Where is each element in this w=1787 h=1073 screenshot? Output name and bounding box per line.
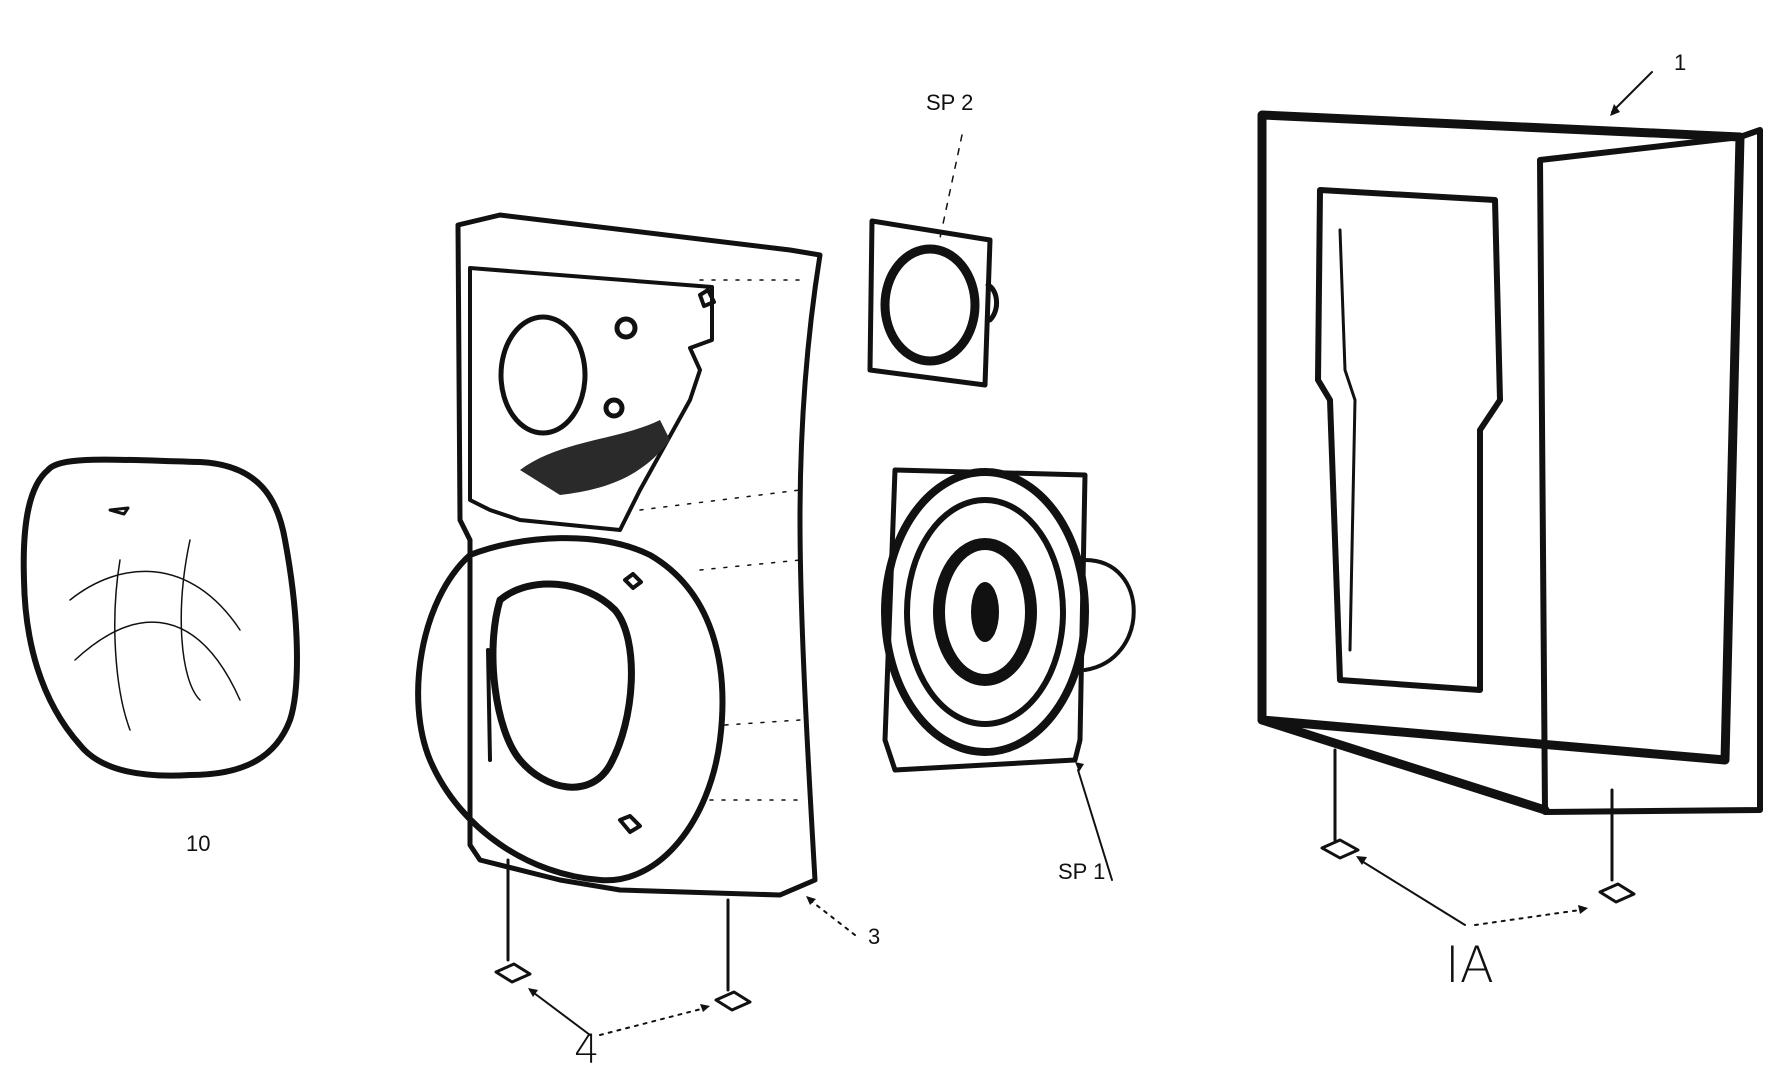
tweeter [867,134,999,388]
label-cabinet: 1 [1674,50,1687,75]
front-baffle-leader [809,899,856,936]
baffle-feet [494,858,752,1036]
label-front-baffle: 3 [868,924,881,949]
label-grille: 10 [186,831,211,856]
speaker-exploded-diagram [20,71,1763,1036]
cabinet-feet [1320,748,1636,926]
front-baffle-leader-arrow [806,896,816,905]
grille-cover [20,456,300,779]
woofer [881,467,1136,881]
front-baffle [415,212,823,898]
label-baffle-feet: 4 [574,1027,600,1073]
cabinet [1257,71,1763,815]
label-cabinet-feet: IA [1445,936,1494,994]
label-woofer: SP 1 [1058,859,1106,884]
label-tweeter: SP 2 [926,90,974,115]
